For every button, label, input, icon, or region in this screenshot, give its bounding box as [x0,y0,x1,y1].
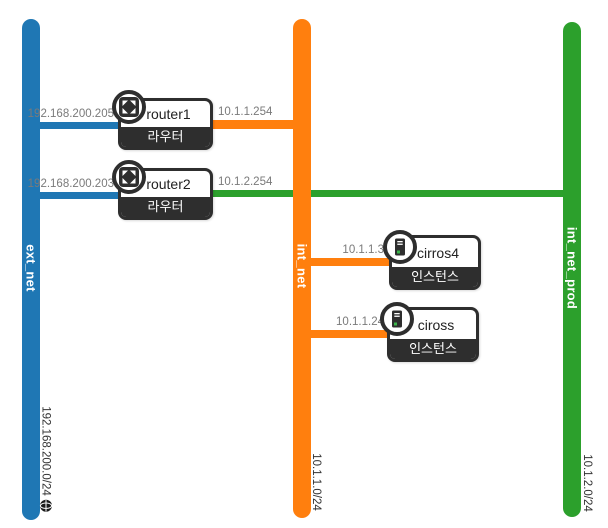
instance-type-badge: 인스턴스 [392,267,478,287]
link-router2-ext-net [31,192,118,199]
port-ip-router2-ext: 192.168.200.203 [27,178,114,190]
subnet-cidr: 192.168.200.0/24 [40,406,52,496]
router-type-badge: 라우터 [121,127,210,147]
router-icon [112,90,146,124]
port-ip-router1-ext: 192.168.200.205 [27,108,114,120]
port-ip-router2-prod: 10.1.2.254 [218,176,273,188]
port-ip-router1-int: 10.1.1.254 [218,106,273,118]
instance-name: ciross [417,316,455,333]
subnet-label-int-net: 10.1.1.0/24 [310,453,322,511]
network-name-ext-net: ext_net [23,244,39,292]
port-ip-ciross: 10.1.1.24 [336,316,384,328]
link-cirros4-int-net [302,258,390,266]
subnet-label-int-net-prod: 10.1.2.0/24 [581,454,593,512]
router-name: router1 [146,106,191,122]
link-router1-int-net [213,120,302,129]
subnet-cidr: 10.1.2.0/24 [581,454,593,512]
instance-server-icon [380,302,414,336]
port-ip-cirros4: 10.1.1.3 [342,244,384,256]
router-name: router2 [146,176,191,192]
router-node-router2[interactable]: router2 라우터 [118,168,213,220]
network-bar-int-net-prod[interactable] [563,22,581,517]
router-icon [112,160,146,194]
link-router2-int-net-prod [213,190,572,197]
subnet-label-ext-net: 192.168.200.0/24 [39,406,53,512]
instance-type-badge: 인스턴스 [390,339,476,359]
router-node-router1[interactable]: router1 라우터 [118,98,213,150]
instance-server-icon [383,230,417,264]
network-name-int-net-prod: int_net_prod [564,226,580,310]
subnet-cidr: 10.1.1.0/24 [310,453,322,511]
network-bar-int-net[interactable] [293,19,311,518]
network-bar-ext-net[interactable] [22,19,40,520]
router-type-badge: 라우터 [121,197,210,217]
globe-icon [39,499,53,512]
link-ciross-int-net [302,330,390,338]
instance-name: cirros4 [416,244,459,261]
link-router1-ext-net [31,122,118,129]
